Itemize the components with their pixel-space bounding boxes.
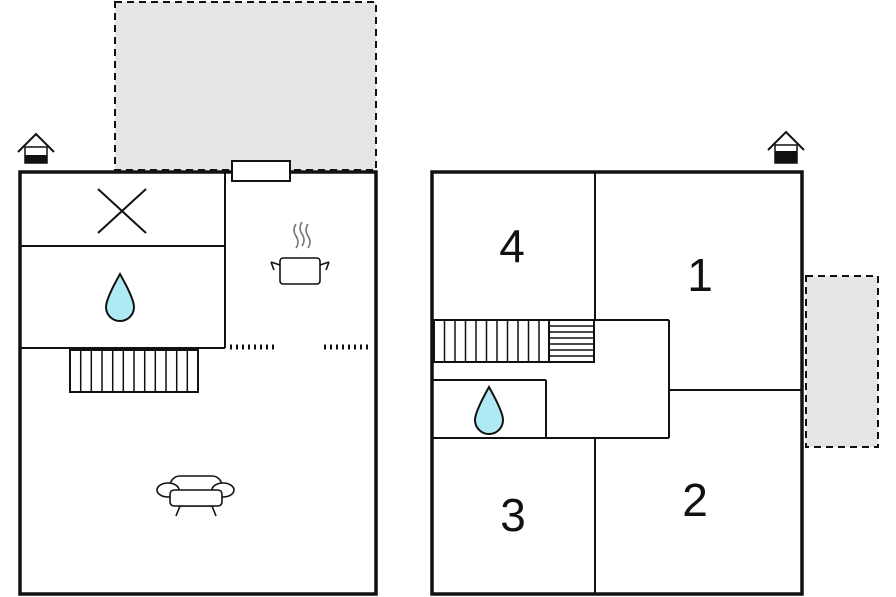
ground-floor-outer-wall: [18, 170, 378, 596]
sofa-icon: [156, 475, 235, 517]
upper-floor-outer-wall: [430, 170, 804, 596]
house-entrance-icon: [17, 132, 55, 164]
stairs-icon: [69, 349, 199, 393]
room-number-1: 1: [687, 249, 713, 301]
water-drop-icon: [104, 271, 136, 322]
stairs-icon: [433, 319, 595, 363]
x-mark-icon: [97, 188, 147, 234]
water-drop-icon: [473, 384, 505, 435]
cooking-pot-icon: [270, 221, 330, 285]
upper-floor: 4 1 3 2: [430, 130, 879, 596]
house-entrance-icon: [767, 130, 805, 164]
window: [231, 160, 291, 182]
terrace-area: [805, 275, 879, 448]
room-number-2: 2: [682, 474, 708, 526]
room-number-4: 4: [499, 220, 525, 272]
ground-floor: [17, 1, 378, 596]
terrace-area: [114, 1, 377, 171]
room-number-3: 3: [500, 489, 526, 541]
